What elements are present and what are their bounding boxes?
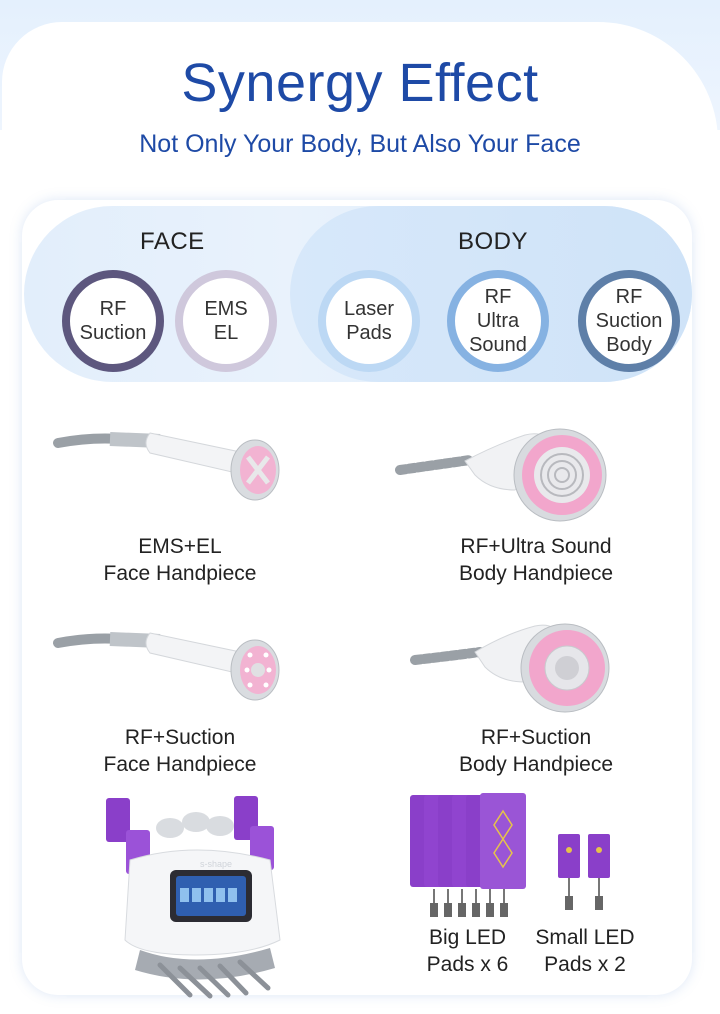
rf-suction-body-caption: RF+Suction Body Handpiece: [426, 724, 646, 778]
page-title: Synergy Effect: [181, 53, 539, 113]
circle-line: EL: [213, 322, 239, 344]
body-label: BODY: [458, 228, 529, 255]
caption-line: Face Handpiece: [103, 753, 257, 776]
caption-line: Pads x 2: [544, 953, 626, 976]
circle-line: Pads: [346, 322, 392, 344]
circle-line: EMS: [204, 298, 248, 320]
big-led-pads-caption: Big LED Pads x 6: [400, 924, 535, 978]
ems-el-handpiece-image: [53, 432, 280, 501]
caption-line: EMS+EL: [138, 535, 222, 558]
circle-line: Body: [606, 334, 652, 356]
circle-line: RF: [484, 286, 512, 308]
circle-line: RF: [615, 286, 643, 308]
caption-line: RF+Suction: [480, 726, 592, 749]
circle-line: Laser: [343, 298, 395, 320]
rf-ultra-sound-handpiece-image: [395, 428, 607, 522]
machine-image: [106, 796, 281, 999]
big-led-pads-image: [410, 793, 526, 917]
circle-line: Sound: [469, 334, 527, 356]
face-label: FACE: [140, 228, 205, 255]
rf-suction-face-handpiece-image: [53, 632, 280, 701]
rf-suction-body-handpiece-image: [410, 623, 610, 713]
small-led-pads-image: [558, 834, 610, 910]
caption-line: Pads x 6: [426, 953, 509, 976]
caption-line: RF+Ultra Sound: [460, 535, 612, 558]
circle-line: Suction: [595, 310, 663, 332]
caption-line: Body Handpiece: [458, 753, 614, 776]
caption-line: Small LED: [535, 926, 635, 949]
circle-line: Ultra: [476, 310, 520, 332]
page-subtitle: Not Only Your Body, But Also Your Face: [139, 130, 581, 158]
circle-line: RF: [99, 298, 127, 320]
small-led-pads-caption: Small LED Pads x 2: [525, 924, 645, 978]
rf-ultra-sound-caption: RF+Ultra Sound Body Handpiece: [426, 533, 646, 587]
machine-brand: s-shape: [200, 859, 233, 869]
circle-line: Suction: [79, 322, 147, 344]
ems-el-caption: EMS+EL Face Handpiece: [70, 533, 290, 587]
caption-line: Face Handpiece: [103, 562, 257, 585]
caption-line: Body Handpiece: [458, 562, 614, 585]
rf-suction-face-caption: RF+Suction Face Handpiece: [70, 724, 290, 778]
caption-line: Big LED: [428, 926, 507, 949]
caption-line: RF+Suction: [124, 726, 236, 749]
